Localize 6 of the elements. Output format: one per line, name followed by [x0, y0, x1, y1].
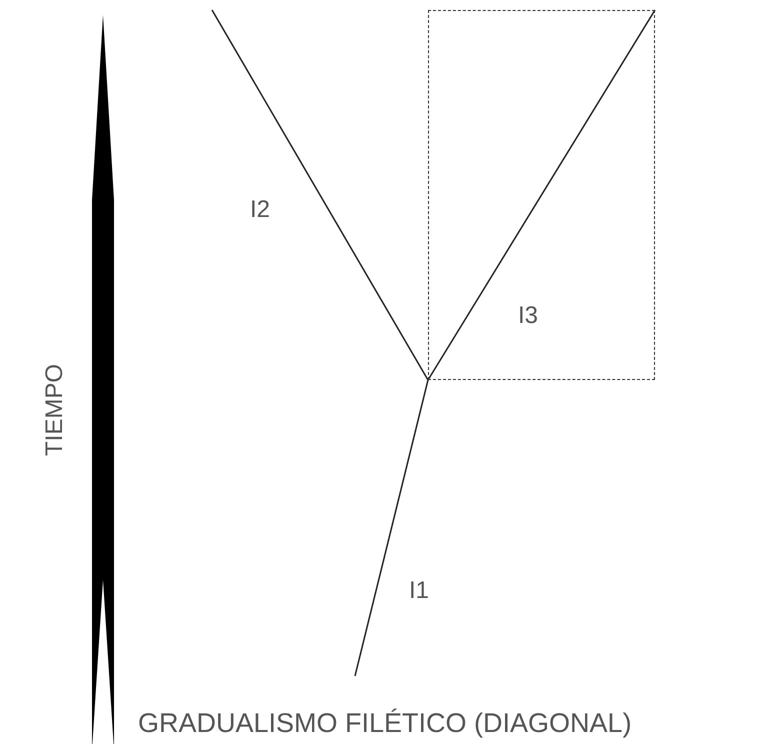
- axis-label: TIEMPO: [43, 364, 67, 456]
- dashed-box: [428, 10, 655, 380]
- lineage-label: I3: [518, 304, 538, 328]
- lineage-label: I1: [409, 579, 430, 603]
- caption: GRADUALISMO FILÉTICO (DIAGONAL): [138, 710, 632, 737]
- lineage-label: I2: [250, 198, 270, 222]
